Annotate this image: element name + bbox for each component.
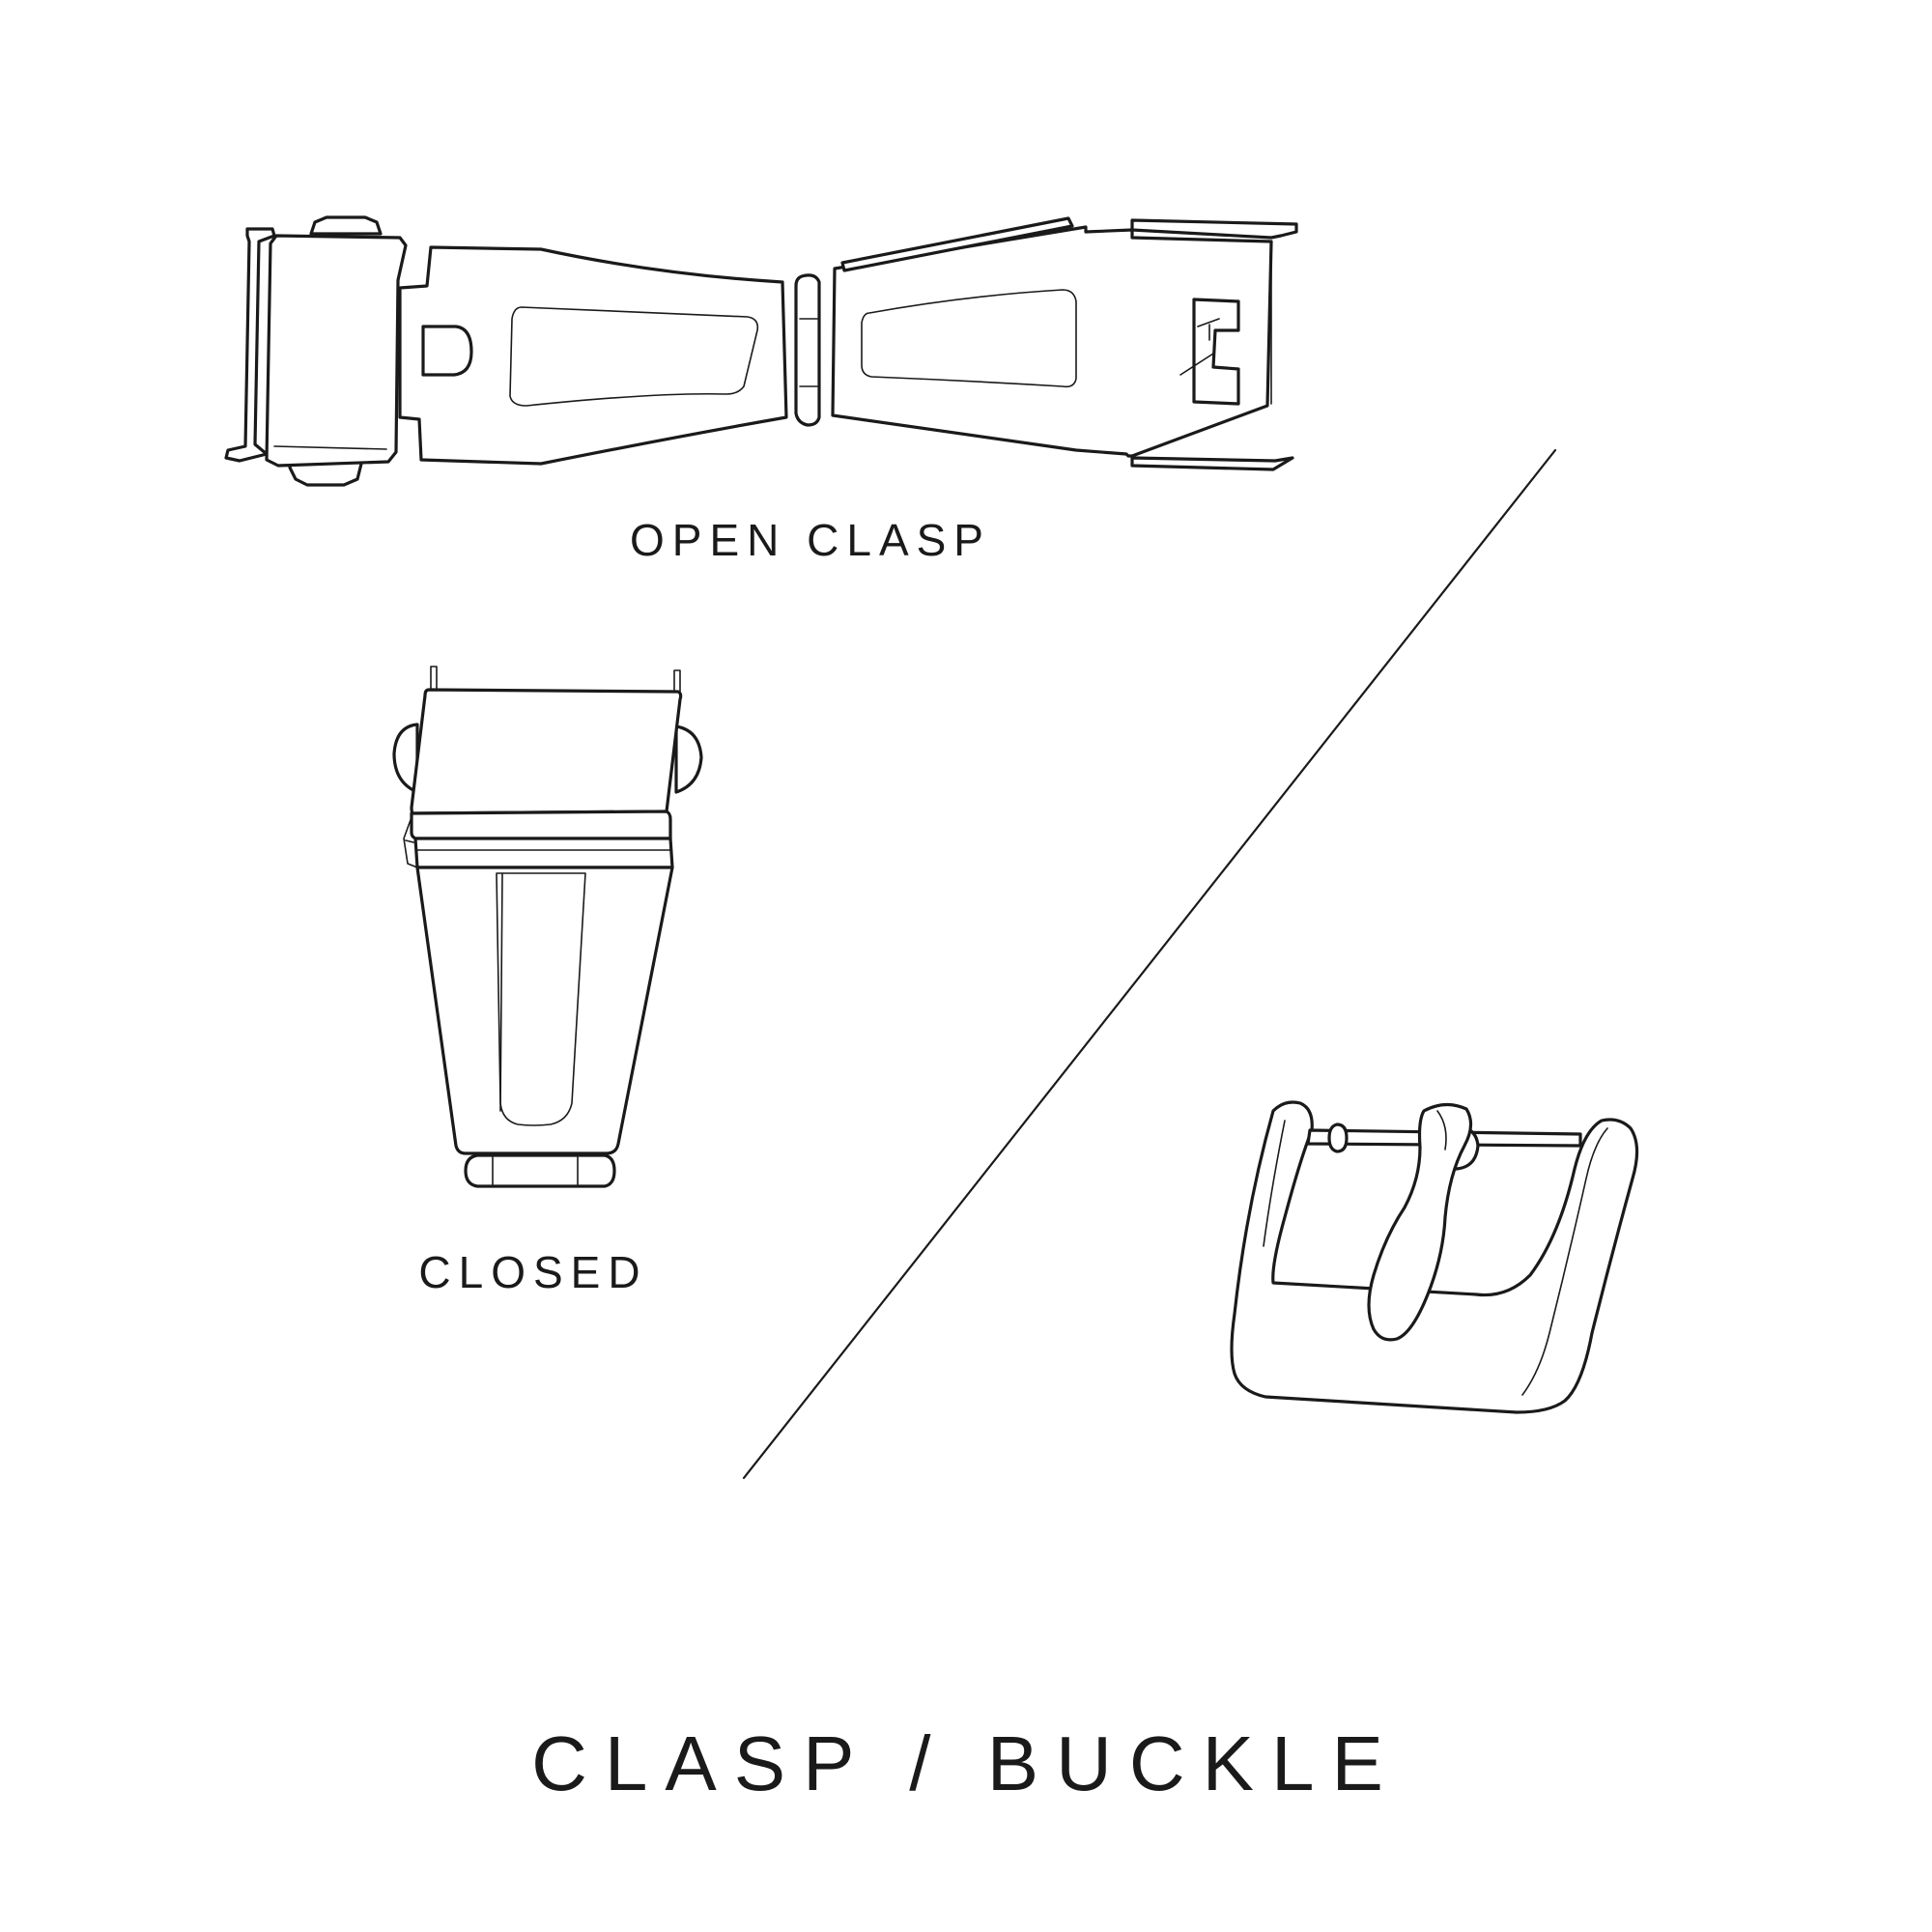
closed-clasp-label: CLOSED bbox=[418, 1247, 648, 1297]
closed-clasp-foot bbox=[464, 1153, 616, 1188]
diagonal-divider bbox=[742, 448, 1557, 1480]
closed-clasp-inner-slot bbox=[496, 872, 586, 1126]
open-clasp-illustration bbox=[224, 215, 1298, 487]
open-clasp-left-window bbox=[509, 306, 759, 407]
open-clasp-right-edge-bottom bbox=[1130, 456, 1294, 471]
open-clasp-right-edge-top bbox=[840, 216, 1074, 272]
closed-clasp-pin bbox=[430, 666, 438, 693]
closed-clasp-foot-line bbox=[492, 1156, 579, 1185]
open-clasp-right-latch-detail bbox=[1179, 318, 1220, 376]
buckle-illustration bbox=[1230, 1100, 1639, 1414]
closed-clasp-illustration bbox=[392, 666, 703, 1188]
buckle-frame-inner bbox=[1263, 1120, 1286, 1247]
open-clasp-hinge bbox=[794, 273, 821, 427]
page-title: CLASP / BUCKLE bbox=[531, 1720, 1401, 1806]
buckle-frame-inner bbox=[1521, 1127, 1608, 1396]
open-clasp-right-end bbox=[1130, 218, 1298, 240]
open-clasp-left-block bbox=[265, 234, 408, 468]
buckle-frame bbox=[1230, 1100, 1639, 1414]
open-clasp-left-blade bbox=[398, 245, 788, 466]
buckle-tongue-line bbox=[1436, 1110, 1447, 1151]
closed-clasp-bevel bbox=[403, 816, 418, 868]
closed-clasp-lid bbox=[410, 688, 683, 815]
open-clasp-cap-top bbox=[309, 215, 383, 236]
closed-clasp-band bbox=[413, 837, 674, 869]
closed-clasp-side-button-left bbox=[392, 723, 419, 794]
open-clasp-left-slot bbox=[421, 325, 473, 377]
buckle-tongue bbox=[1367, 1102, 1473, 1342]
open-clasp-label: OPEN CLASP bbox=[630, 515, 991, 565]
buckle-bar-end bbox=[1327, 1122, 1349, 1153]
closed-clasp-side-button-right bbox=[674, 724, 703, 794]
closed-clasp-band bbox=[410, 810, 672, 840]
closed-clasp-body bbox=[415, 866, 674, 1155]
open-clasp-left-block-line bbox=[273, 445, 387, 450]
open-clasp-right-blade bbox=[831, 225, 1273, 458]
open-clasp-right-latch bbox=[1192, 298, 1240, 406]
open-clasp-right-window bbox=[861, 289, 1077, 388]
closed-clasp-inner-slot-shadow bbox=[499, 872, 503, 1112]
